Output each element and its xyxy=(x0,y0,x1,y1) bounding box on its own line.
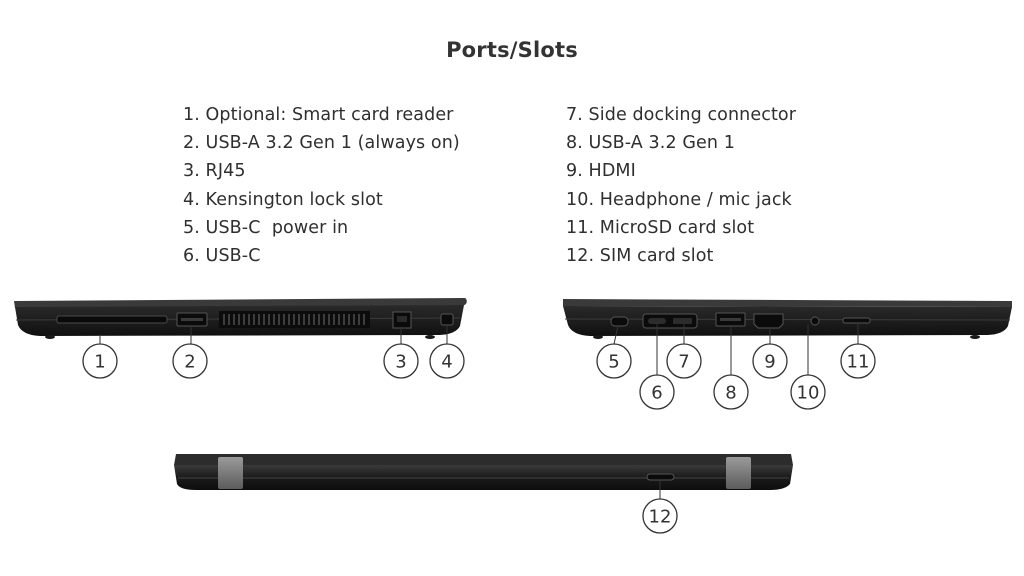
usb-c-power-port-icon xyxy=(610,316,629,327)
port-item-9: 9. HDMI xyxy=(566,161,636,182)
hinge-right xyxy=(726,457,751,489)
callout-circle-9 xyxy=(752,343,788,379)
callout-number-7: 7 xyxy=(678,352,689,373)
port-item-10: 10. Headphone / mic jack xyxy=(566,189,792,210)
callout-circle-12 xyxy=(642,498,678,534)
callout-circle-5 xyxy=(596,343,632,379)
smart-card-slot xyxy=(56,315,168,324)
port-item-3: 3. RJ45 xyxy=(183,161,246,182)
callout-circle-3 xyxy=(383,343,419,379)
ports-list-left: 1. Optional: Smart card reader 2. USB-A … xyxy=(183,101,460,270)
callout-circle-8 xyxy=(713,374,749,410)
port-item-2: 2. USB-A 3.2 Gen 1 (always on) xyxy=(183,133,460,154)
callout-circle-11 xyxy=(840,343,876,379)
port-item-12: 12. SIM card slot xyxy=(566,246,714,267)
callout-number-3: 3 xyxy=(395,352,406,373)
lock-slot-icon xyxy=(440,313,454,326)
callout-number-4: 4 xyxy=(441,352,452,373)
callout-circle-2 xyxy=(172,343,208,379)
callout-number-9: 9 xyxy=(764,352,775,373)
port-item-8: 8. USB-A 3.2 Gen 1 xyxy=(566,133,735,154)
port-item-4: 4. Kensington lock slot xyxy=(183,189,383,210)
callout-circle-4 xyxy=(429,343,465,379)
callout-number-5: 5 xyxy=(608,352,619,373)
port-item-11: 11. MicroSD card slot xyxy=(566,217,755,238)
callout-circle-1 xyxy=(82,343,118,379)
callout-number-6: 6 xyxy=(651,383,662,404)
audio-jack-icon xyxy=(810,316,820,326)
callout-circle-10 xyxy=(790,374,826,410)
microsd-slot-icon xyxy=(842,317,871,324)
page-title: Ports/Slots xyxy=(446,38,578,62)
callout-number-12: 12 xyxy=(649,507,672,528)
callout-circle-6 xyxy=(639,374,675,410)
laptop-left-side-view xyxy=(14,298,467,339)
callout-number-2: 2 xyxy=(184,352,195,373)
callout-number-11: 11 xyxy=(847,352,870,373)
port-item-5: 5. USB-C power in xyxy=(183,217,349,238)
callout-number-1: 1 xyxy=(94,352,105,373)
callout-circle-7 xyxy=(666,343,702,379)
port-item-1: 1. Optional: Smart card reader xyxy=(183,105,454,125)
hinge-left xyxy=(218,457,243,489)
leader-lines xyxy=(99,323,859,499)
callout-number-10: 10 xyxy=(797,383,820,404)
laptop-right-side-view xyxy=(563,299,1012,339)
callout-number-8: 8 xyxy=(725,383,736,404)
sim-slot-icon xyxy=(646,473,675,481)
ports-list-right: 7. Side docking connector 8. USB-A 3.2 G… xyxy=(566,101,796,270)
port-item-6: 6. USB-C xyxy=(183,246,261,267)
laptop-rear-view xyxy=(174,454,793,490)
hdmi-port-icon xyxy=(753,313,784,329)
port-item-7: 7. Side docking connector xyxy=(566,105,797,125)
vent-grille xyxy=(219,311,370,328)
